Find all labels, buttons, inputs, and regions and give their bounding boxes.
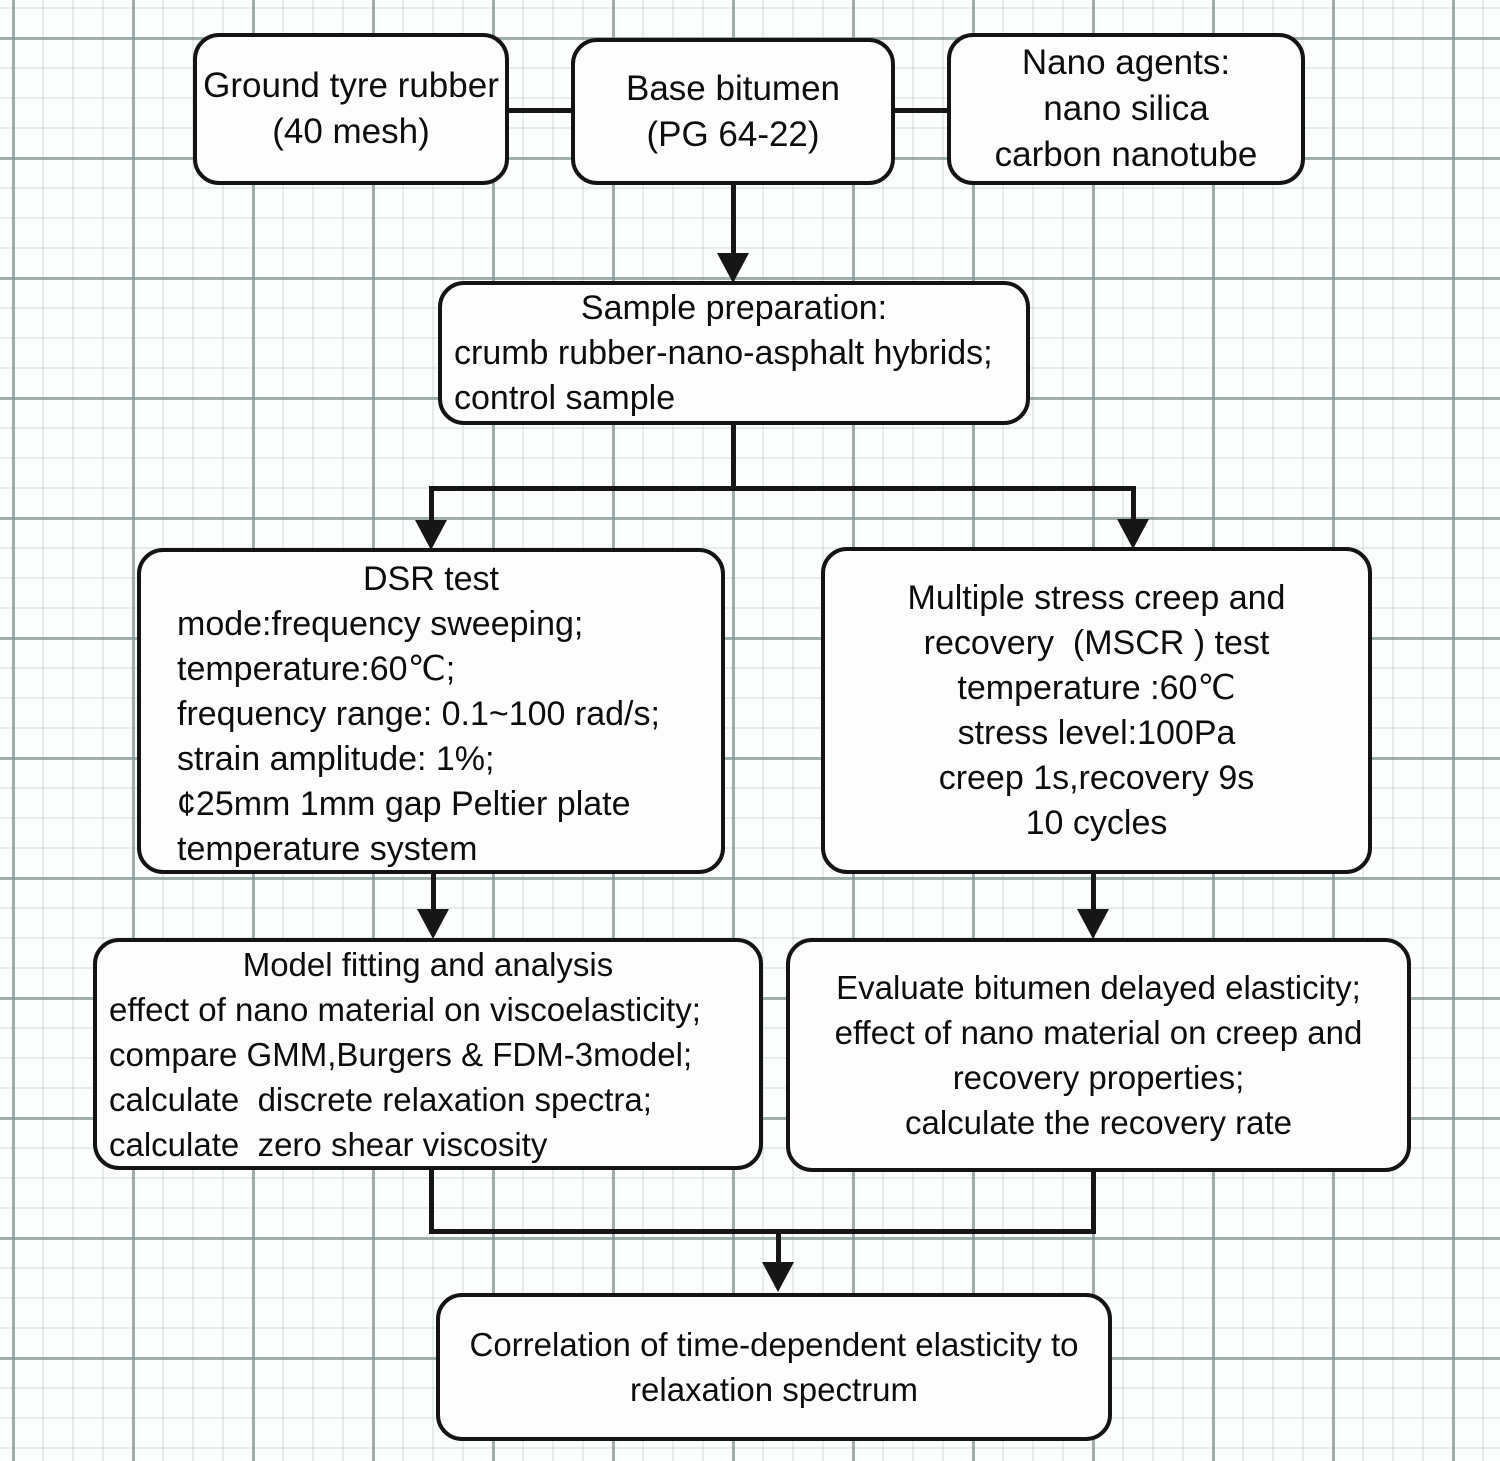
node-base-bitumen: Base bitumen (PG 64-22)	[571, 38, 895, 185]
node-text-line: Evaluate bitumen delayed elasticity;	[836, 969, 1361, 1006]
arrowhead-down-icon	[1117, 519, 1149, 549]
node-sample-preparation: Sample preparation: crumb rubber-nano-as…	[438, 281, 1030, 425]
node-text-line: control sample	[454, 378, 676, 417]
connector-sample-stem	[731, 425, 736, 491]
node-text-line: relaxation spectrum	[630, 1371, 918, 1408]
node-text-line: calculate discrete relaxation spectra;	[109, 1080, 652, 1118]
node-title: Model fitting and analysis	[242, 945, 614, 983]
node-text-line: strain amplitude: 1%;	[177, 740, 495, 778]
node-text-line: crumb rubber-nano-asphalt hybrids;	[454, 333, 993, 372]
node-title: Multiple stress creep and	[907, 578, 1286, 617]
node-text-line: mode:frequency sweeping;	[177, 605, 584, 643]
node-text-line: effect of nano material on creep and	[834, 1014, 1363, 1051]
connector-eval-merge-drop	[1091, 1170, 1096, 1234]
connector-bitumen-to-sample	[731, 185, 736, 257]
node-dsr-test: DSR test mode:frequency sweeping; temper…	[137, 548, 725, 874]
node-text-line: recovery (MSCR ) test	[923, 623, 1270, 662]
node-text-line: nano silica	[1043, 89, 1209, 128]
node-text-line: calculate zero shear viscosity	[109, 1125, 548, 1163]
node-text-line: 10 cycles	[1025, 803, 1168, 842]
node-text-line: temperature :60℃	[957, 668, 1236, 707]
connector-dsr-to-model	[431, 870, 436, 914]
arrowhead-down-icon	[1077, 909, 1109, 939]
connector-model-merge-drop	[429, 1168, 434, 1234]
node-nano-agents: Nano agents: nano silica carbon nanotube	[947, 33, 1305, 185]
node-text-line: temperature system	[177, 830, 478, 868]
node-text-line: compare GMM,Burgers & FDM-3model;	[109, 1035, 693, 1073]
connector-gtr-to-bitumen	[508, 108, 572, 113]
node-text-line: creep 1s,recovery 9s	[938, 758, 1255, 797]
node-evaluate-elasticity: Evaluate bitumen delayed elasticity; eff…	[786, 938, 1411, 1172]
node-title: Sample preparation:	[580, 288, 888, 327]
node-text-line: (40 mesh)	[272, 112, 430, 151]
node-text-line: frequency range: 0.1~100 rad/s;	[177, 695, 660, 733]
node-text-line: temperature:60℃;	[177, 650, 456, 688]
node-text-line: carbon nanotube	[994, 135, 1258, 174]
node-text-line: effect of nano material on viscoelastici…	[109, 990, 701, 1028]
node-text-line: recovery properties;	[952, 1059, 1245, 1096]
node-correlation: Correlation of time-dependent elasticity…	[436, 1293, 1112, 1441]
arrowhead-down-icon	[415, 520, 447, 550]
arrowhead-down-icon	[717, 253, 749, 283]
node-text-line: calculate the recovery rate	[904, 1104, 1293, 1141]
connector-split-right-drop	[1131, 486, 1136, 524]
connector-bitumen-to-nano	[895, 108, 947, 113]
connector-merge-bar	[429, 1229, 1096, 1234]
node-text-line: Ground tyre rubber	[203, 66, 499, 105]
node-mscr-test: Multiple stress creep and recovery (MSCR…	[821, 547, 1372, 874]
node-text-line: Base bitumen	[625, 68, 841, 108]
node-text-line: stress level:100Pa	[957, 713, 1236, 752]
node-ground-tyre-rubber: Ground tyre rubber (40 mesh)	[193, 33, 509, 185]
node-model-fitting: Model fitting and analysis effect of nan…	[93, 938, 763, 1170]
connector-split-bar	[429, 486, 1136, 491]
connector-split-left-drop	[429, 486, 434, 524]
node-text-line: (PG 64-22)	[646, 114, 820, 154]
node-title: DSR test	[362, 560, 500, 598]
node-text-line: Correlation of time-dependent elasticity…	[469, 1326, 1079, 1363]
arrowhead-down-icon	[762, 1262, 794, 1292]
arrowhead-down-icon	[417, 909, 449, 939]
node-text-line: ¢25mm 1mm gap Peltier plate	[177, 785, 631, 823]
node-text-line: Nano agents:	[1021, 43, 1231, 82]
connector-merge-stem	[776, 1229, 781, 1267]
connector-mscr-to-eval	[1091, 868, 1096, 914]
